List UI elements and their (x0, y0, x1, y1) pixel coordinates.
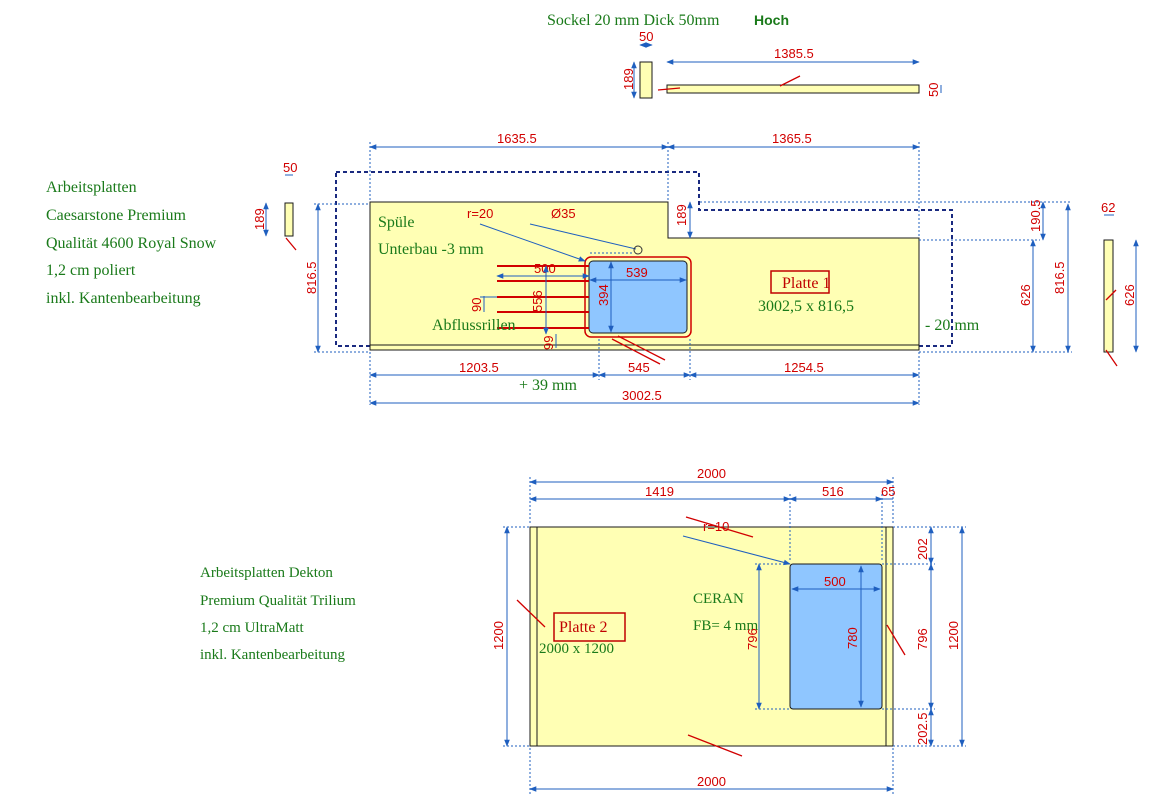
abflussrillen-label: Abflussrillen (432, 317, 516, 334)
sink-width-dim: 539 (626, 265, 648, 280)
side-right-hatch (1105, 289, 1117, 301)
plate1-side-left: 50 189 (252, 160, 297, 251)
plate1-hatch (617, 335, 666, 361)
plate1-note-line: inkl. Kantenbearbeitung (46, 290, 201, 307)
spuele-label: Spüle (378, 214, 414, 231)
plate2-note-line: inkl. Kantenbearbeitung (200, 647, 345, 663)
rill-90-dim: 90 (469, 298, 484, 312)
ceran-width-dim: 500 (824, 574, 846, 589)
sockel-end-dim: 50 (926, 83, 941, 97)
fb-label: FB= 4 mm (693, 618, 758, 634)
plate2-hatch (685, 516, 754, 538)
side-right-height-dim: 626 (1122, 284, 1137, 306)
rill-length-dim: 500 (534, 261, 556, 276)
plate1-note-line: Qualität 4600 Royal Snow (46, 235, 217, 252)
sockel-title-bold: Hoch (754, 12, 789, 28)
plate2: Platte 2 2000 x 1200 CERAN FB= 4 mm r=10… (491, 466, 966, 794)
rill-99-dim: 99 (541, 336, 556, 350)
platte2-label-box (553, 612, 626, 642)
side-left-hatch (285, 237, 297, 251)
platte1-label-box (770, 270, 830, 294)
plate2-notes: Arbeitsplatten Dekton Premium Qualität T… (200, 565, 356, 663)
top-left-dim: 1635.5 (497, 131, 537, 146)
platte2-label: Platte 2 (559, 619, 607, 636)
sockel-height-dim: 189 (621, 68, 636, 90)
plate1-note-line: Arbeitsplatten (46, 179, 137, 196)
rill-span-dim: 556 (530, 290, 545, 312)
sockel-side-piece (639, 61, 653, 99)
plate1-notes: Arbeitsplatten Caesarstone Premium Quali… (46, 179, 217, 307)
total-dim: 3002.5 (622, 388, 662, 403)
plate1-side-right: 62 626 (1101, 200, 1139, 367)
diameter-leader (529, 223, 637, 250)
plate2-radius-leader (682, 535, 791, 566)
sink-height-dim: 394 (596, 284, 611, 306)
sockel-width-dim: 50 (639, 29, 653, 44)
plate1: Spüle Unterbau -3 mm Abflussrillen r=20 … (304, 131, 1072, 406)
bottom-right-dim: 1254.5 (784, 360, 824, 375)
plate1-hatch (611, 338, 661, 365)
tap-hole (633, 245, 643, 255)
sockel-length-dim: 1385.5 (774, 46, 814, 61)
bottom-mid-dim: 545 (628, 360, 650, 375)
p2-right-796-dim: 796 (915, 628, 930, 650)
plate2-note-line: Premium Qualität Trilium (200, 593, 356, 609)
plate1-dashed-outline (335, 171, 953, 347)
radius-leader (479, 223, 586, 262)
side-left-piece (284, 202, 294, 237)
sockel-section: Sockel 20 mm Dick 50mm Hoch 50 189 1385.… (547, 12, 942, 99)
side-left-height-dim: 189 (252, 208, 267, 230)
right-step-dim: 190.5 (1028, 199, 1043, 232)
minus20-label: - 20 mm (925, 317, 980, 334)
unterbau-label: Unterbau -3 mm (378, 241, 484, 258)
ceran-height-dim: 780 (845, 627, 860, 649)
p2-left-height-dim: 1200 (491, 621, 506, 650)
p2-right-2025-dim: 202.5 (915, 712, 930, 745)
side-right-hatch (1105, 349, 1118, 367)
platte1-size: 3002,5 x 816,5 (758, 298, 854, 315)
p2-top-516-dim: 516 (822, 484, 844, 499)
ceran-outer-height-dim: 796 (745, 628, 760, 650)
p2-top-65-dim: 65 (881, 484, 895, 499)
sockel-title: Sockel 20 mm Dick 50mm (547, 12, 720, 29)
left-height-dim: 816.5 (304, 261, 319, 294)
p2-bottom-dim: 2000 (697, 774, 726, 789)
right-626-dim: 626 (1018, 284, 1033, 306)
plate1-note-line: Caesarstone Premium (46, 207, 187, 224)
platte1-label: Platte 1 (782, 275, 830, 292)
diameter-label: Ø35 (551, 206, 576, 221)
radius-label: r=20 (467, 206, 493, 221)
top-right-dim: 1365.5 (772, 131, 812, 146)
bottom-left-dim: 1203.5 (459, 360, 499, 375)
plate2-hatch (687, 734, 743, 757)
plus39-label: + 39 mm (519, 377, 577, 394)
sockel-strip (666, 84, 920, 94)
p2-top-1419-dim: 1419 (645, 484, 674, 499)
plate2-hatch (886, 624, 906, 656)
p2-right-height-dim: 1200 (946, 621, 961, 650)
side-right-piece (1103, 239, 1114, 353)
side-right-width-dim: 62 (1101, 200, 1115, 215)
drain-grooves (497, 265, 589, 329)
p2-top-total-dim: 2000 (697, 466, 726, 481)
plate1-note-line: 1,2 cm poliert (46, 262, 136, 279)
plate2-hatch (516, 599, 546, 628)
ceran-label: CERAN (693, 591, 744, 607)
side-left-width-dim: 50 (283, 160, 297, 175)
sockel-hatch (779, 75, 801, 87)
platte2-size: 2000 x 1200 (539, 641, 614, 657)
right-height-dim: 816.5 (1052, 261, 1067, 294)
plate2-note-line: Arbeitsplatten Dekton (200, 565, 333, 581)
sockel-hatch-left (657, 87, 681, 91)
step-dim: 189 (674, 204, 689, 226)
plate2-note-line: 1,2 cm UltraMatt (200, 620, 305, 636)
p2-right-202-dim: 202 (915, 538, 930, 560)
